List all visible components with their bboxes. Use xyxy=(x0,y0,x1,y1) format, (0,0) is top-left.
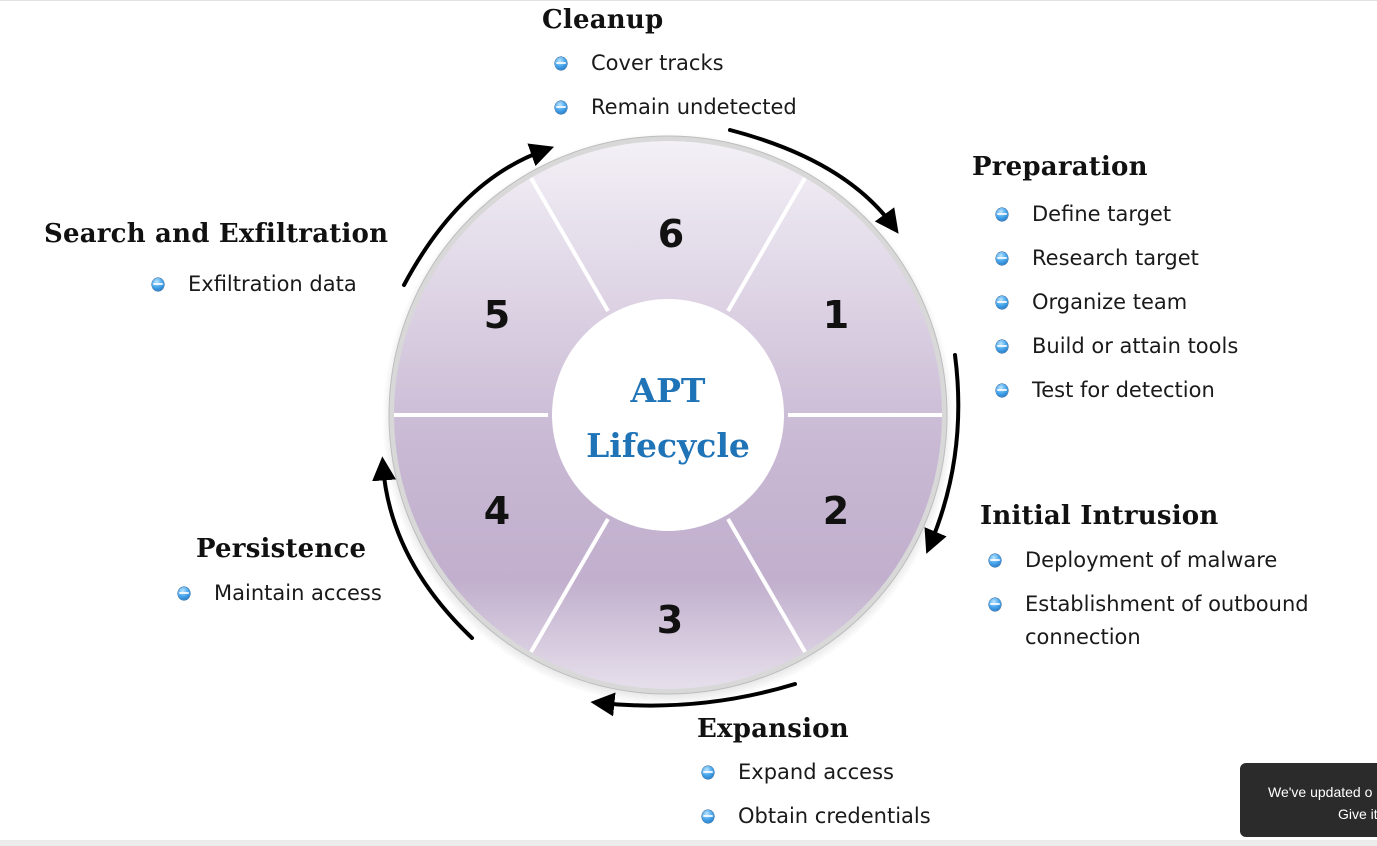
center-title-line2: Lifecycle xyxy=(586,426,750,465)
bullet-icon xyxy=(989,554,1001,567)
arrow-expansion-to-persistence-icon xyxy=(372,456,474,640)
bullet-icon xyxy=(989,598,1001,611)
bullet-list-persistence: Maintain access xyxy=(174,577,382,621)
list-item: Research target xyxy=(992,242,1238,275)
bullet-icon xyxy=(702,766,714,779)
arrow-persistence-to-exfiltration-icon xyxy=(402,143,555,287)
stage-title-preparation: Preparation xyxy=(972,152,1148,182)
bullet-list-expansion: Expand access Obtain credentials xyxy=(698,756,931,844)
divider-top-left xyxy=(529,176,610,313)
bullet-list-initial-intrusion: Deployment of malware Establishment of o… xyxy=(985,544,1335,665)
list-item: Cover tracks xyxy=(551,47,797,80)
bullet-icon xyxy=(996,296,1008,309)
list-item: Maintain access xyxy=(174,577,382,610)
stage-title-search-exfiltration: Search and Exfiltration xyxy=(44,219,389,249)
bullet-icon xyxy=(996,384,1008,397)
stage-title-cleanup: Cleanup xyxy=(542,5,664,35)
list-item: Exfiltration data xyxy=(148,268,357,301)
bullet-icon xyxy=(702,810,714,823)
divider-top-right xyxy=(726,176,807,313)
stage-title-persistence: Persistence xyxy=(196,534,367,564)
divider-bottom-right xyxy=(726,517,807,654)
bullet-icon xyxy=(555,57,567,70)
list-item: Establishment of outbound connection xyxy=(985,588,1335,654)
bullet-list-search-exfiltration: Exfiltration data xyxy=(148,268,357,312)
bullet-icon xyxy=(996,340,1008,353)
bottom-divider xyxy=(0,840,1377,846)
bullet-icon xyxy=(996,252,1008,265)
bullet-icon xyxy=(178,587,190,600)
center-title-line1: APT xyxy=(630,371,706,410)
list-item: Define target xyxy=(992,198,1238,231)
segment-number-4: 4 xyxy=(484,489,510,533)
stage-title-initial-intrusion: Initial Intrusion xyxy=(980,501,1219,531)
segment-number-5: 5 xyxy=(484,293,510,337)
segment-number-3: 3 xyxy=(657,598,683,642)
list-item: Test for detection xyxy=(992,374,1238,407)
bullet-list-cleanup: Cover tracks Remain undetected xyxy=(551,47,797,135)
bullet-icon xyxy=(152,278,164,291)
toast-line-2: Give it xyxy=(1338,806,1377,822)
list-item: Expand access xyxy=(698,756,931,789)
segment-number-1: 1 xyxy=(823,293,849,337)
bullet-icon xyxy=(555,101,567,114)
arrow-cleanup-to-preparation-icon xyxy=(728,128,899,234)
segment-dividers xyxy=(394,176,942,654)
arrow-preparation-to-intrusion-icon xyxy=(924,353,961,554)
toast-line-1: We've updated o xyxy=(1268,784,1373,800)
arrow-intrusion-to-expansion-icon xyxy=(590,682,797,717)
segment-number-2: 2 xyxy=(823,489,849,533)
stage-title-expansion: Expansion xyxy=(697,714,849,744)
list-item: Organize team xyxy=(992,286,1238,319)
segment-number-6: 6 xyxy=(658,212,684,256)
divider-bottom-left xyxy=(529,517,610,654)
bullet-list-preparation: Define target Research target Organize t… xyxy=(992,198,1238,418)
list-item: Obtain credentials xyxy=(698,800,931,833)
bullet-icon xyxy=(996,208,1008,221)
center-circle xyxy=(552,299,784,531)
update-toast[interactable]: We've updated o Give it xyxy=(1240,763,1377,837)
list-item: Remain undetected xyxy=(551,91,797,124)
top-divider xyxy=(0,0,1377,1)
list-item: Build or attain tools xyxy=(992,330,1238,363)
list-item: Deployment of malware xyxy=(985,544,1335,577)
